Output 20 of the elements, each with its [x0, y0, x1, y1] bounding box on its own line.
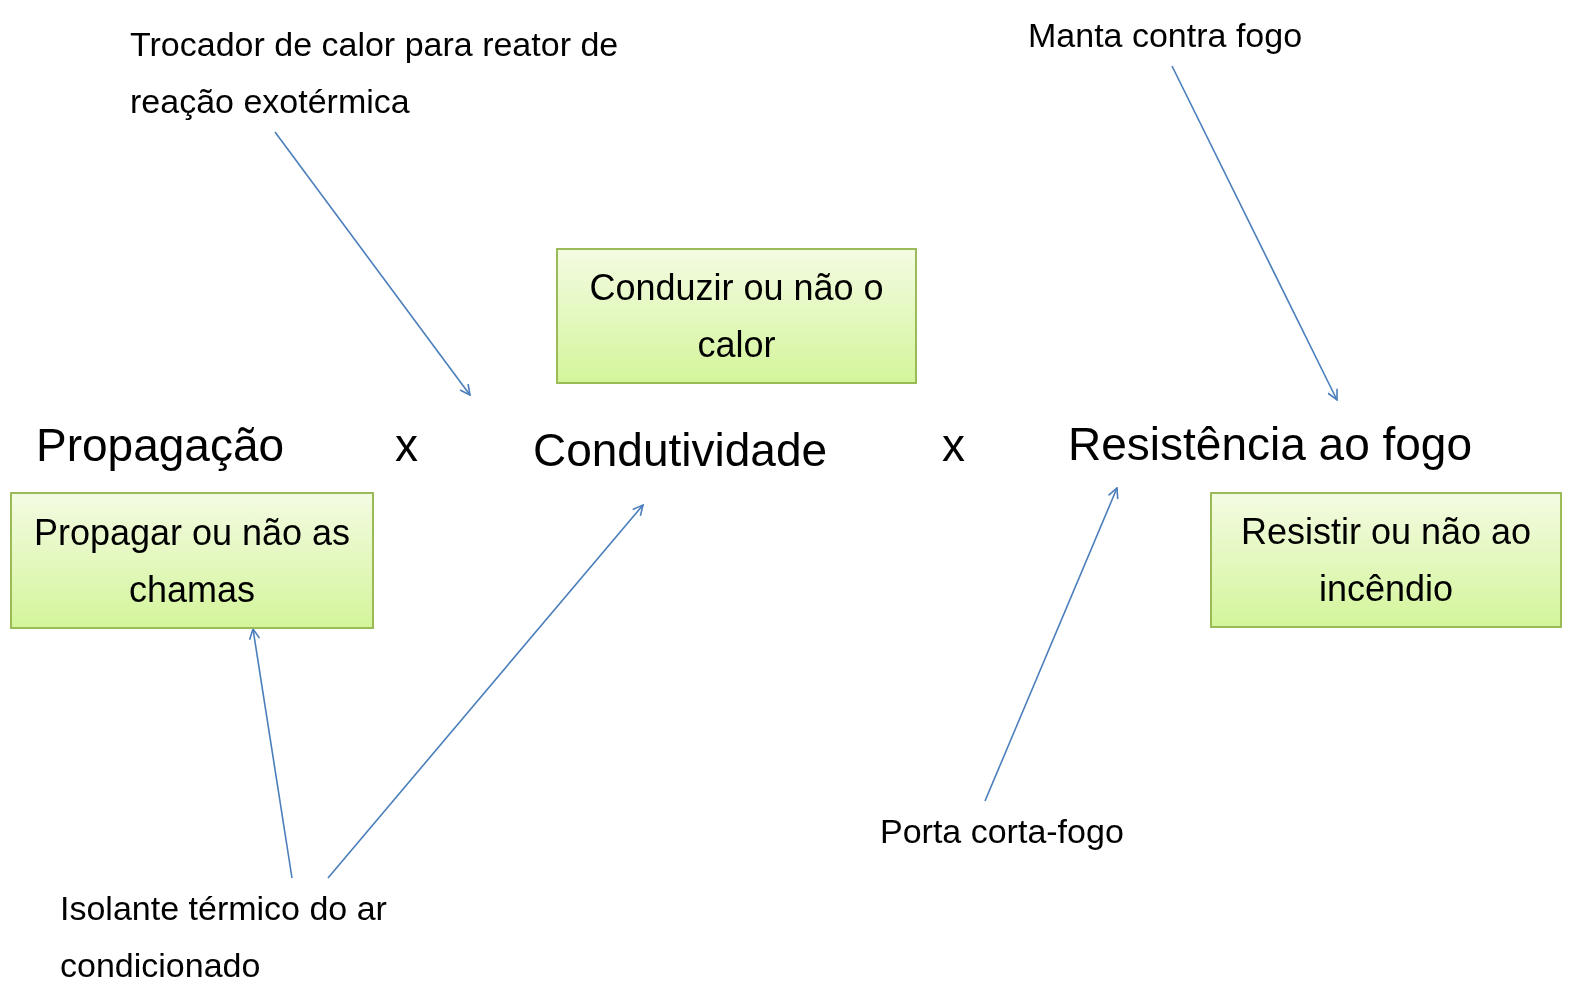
definition-box	[556, 248, 917, 384]
example-label: Manta contra fogo	[1028, 15, 1303, 56]
concept-heading: Condutividade	[532, 423, 828, 478]
concept-heading: Propagação	[36, 418, 285, 473]
example-label: Trocador de calor para reator de reação exotérmica	[130, 24, 620, 122]
example-label: Porta corta-fogo	[880, 810, 1124, 852]
arrow	[274, 131, 471, 396]
definition-box	[10, 492, 374, 629]
arrow	[327, 504, 644, 879]
box-text: Conduzir ou não o calor	[588, 266, 885, 367]
box-text: Propagar ou não as chamas	[32, 510, 352, 612]
definition-box	[1210, 492, 1562, 628]
times-sign: x	[942, 418, 965, 472]
concept-heading: Resistência ao fogo	[1068, 417, 1473, 472]
arrow	[984, 487, 1119, 802]
arrow	[248, 628, 293, 879]
box-text: Resistir ou não ao incêndio	[1239, 510, 1533, 611]
example-label: Isolante térmico do ar condicionado	[60, 887, 388, 986]
arrow	[1171, 65, 1338, 401]
times-sign: x	[395, 418, 418, 472]
